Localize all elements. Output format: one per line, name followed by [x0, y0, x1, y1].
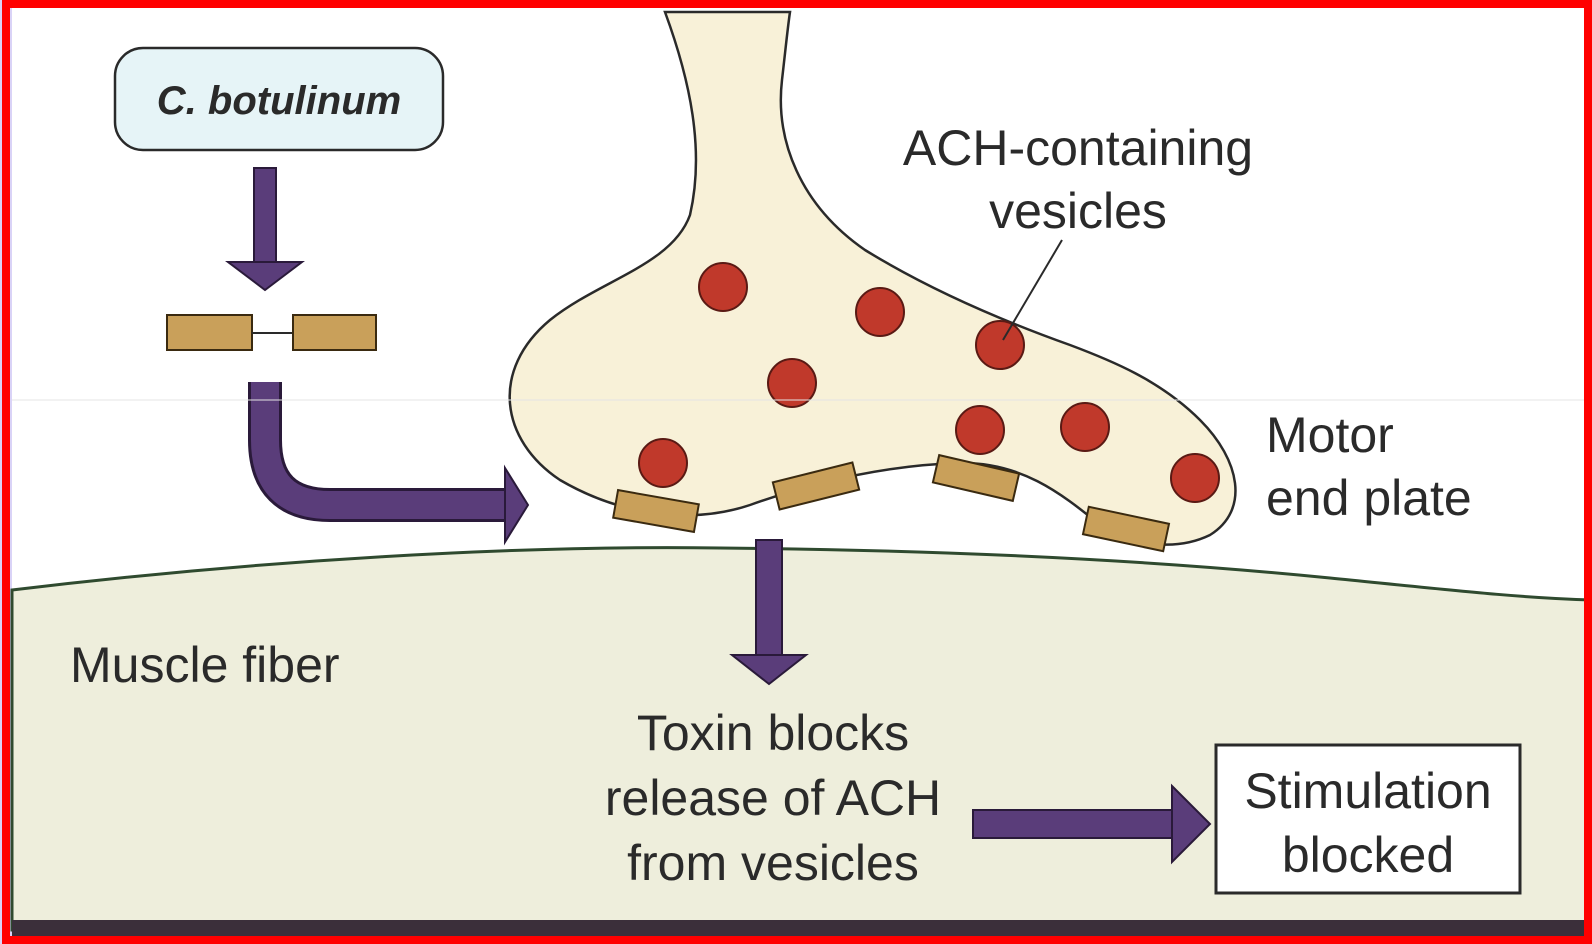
- vesicle: [1171, 454, 1219, 502]
- toxin-label-line3: from vesicles: [627, 835, 919, 891]
- toxin-label-line2: release of ACH: [605, 770, 941, 826]
- vesicle: [1061, 403, 1109, 451]
- result-label-line2: blocked: [1282, 827, 1454, 883]
- vesicle: [856, 288, 904, 336]
- vesicle: [956, 406, 1004, 454]
- result-label-line1: Stimulation: [1244, 763, 1491, 819]
- end-plate-label-line1: Motor: [1266, 407, 1394, 463]
- vesicle: [699, 263, 747, 311]
- vesicles-label-line1: ACH-containing: [903, 120, 1253, 176]
- toxin-label-line1: Toxin blocks: [637, 705, 909, 761]
- vesicle: [976, 321, 1024, 369]
- vesicle: [639, 439, 687, 487]
- end-plate-label-line2: end plate: [1266, 470, 1472, 526]
- muscle-fiber-label: Muscle fiber: [70, 637, 340, 693]
- vesicles-label-line2: vesicles: [989, 183, 1167, 239]
- organism-label: C. botulinum: [157, 79, 401, 123]
